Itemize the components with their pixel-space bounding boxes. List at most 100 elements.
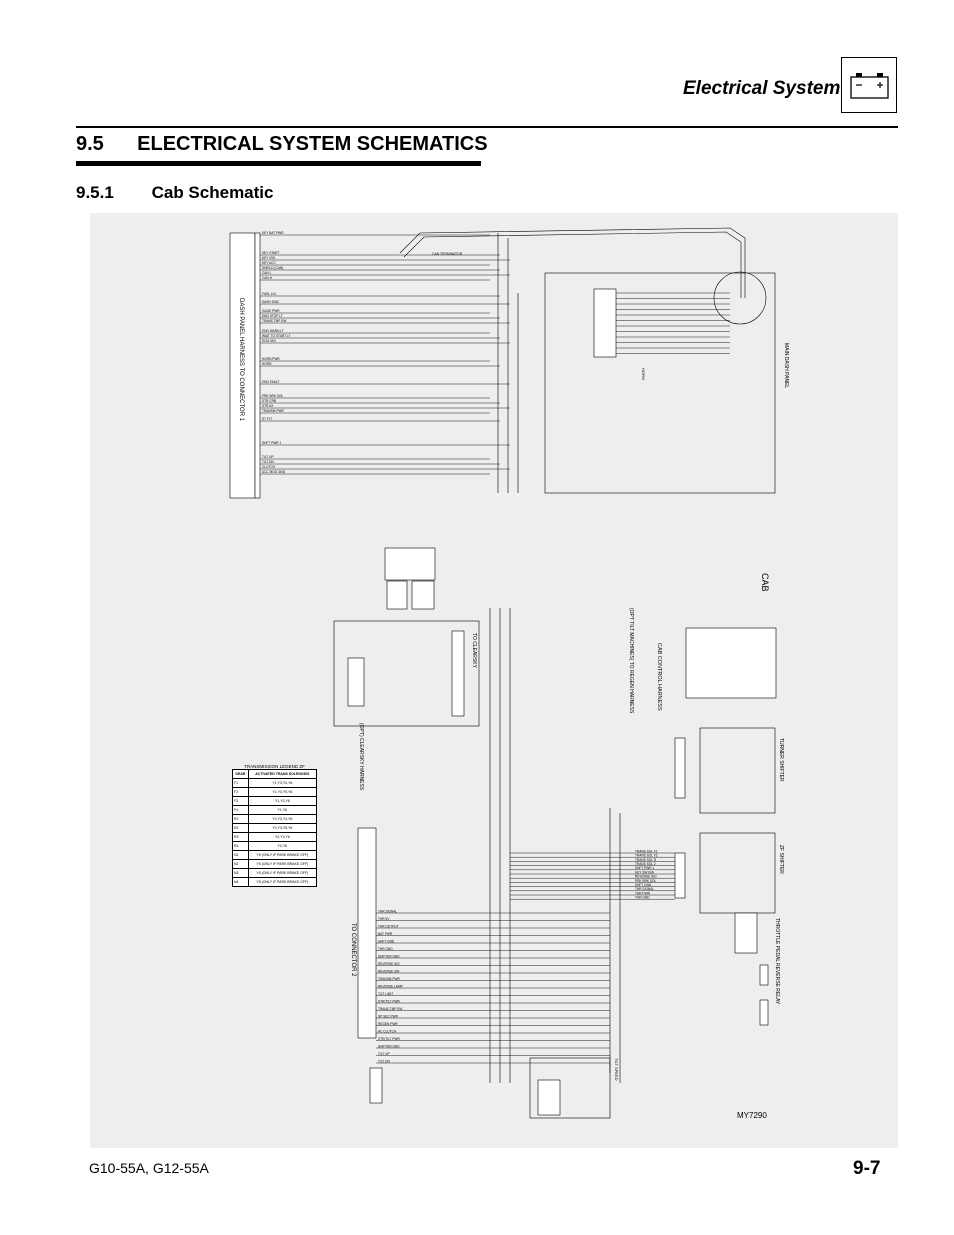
right-wire-label: THR PWR	[635, 891, 651, 895]
left-wire-label: KEY START	[262, 251, 279, 255]
legend-solenoid-cell: Y5 (ONLY IF PARK BRAKE OFF)	[247, 850, 318, 860]
legend-solenoid-cell: Y2,Y3,Y4,Y6	[247, 814, 318, 824]
legend-gear-cell: F1	[232, 778, 249, 788]
left-wire-label: ENG STOP LT	[262, 314, 283, 318]
horn-label: HORN	[641, 368, 646, 380]
cab-schematic-diagram: DASH PANEL HARNESS TO CONNECTOR 1 TO CON…	[229, 227, 789, 1119]
bottom-wire-label: REGEN PWR	[378, 1022, 398, 1026]
transmission-legend: TRANSMISSION LEGEND ZF GEAR ACTIVATED TR…	[232, 764, 318, 887]
left-wire-label: STR CRB	[262, 399, 276, 403]
bottom-wire-label: REVERSE LAMP	[378, 984, 403, 988]
right-wire-label: KEY SW IGN	[635, 870, 655, 874]
legend-gear-cell: N2	[232, 859, 249, 869]
bottom-wire-label: STR/TILT PWR	[378, 999, 401, 1003]
bottom-wire-label: TRANSM PWR	[378, 977, 400, 981]
header-rule	[76, 126, 898, 128]
bottom-wire-label: THR GND	[378, 947, 393, 951]
right-wire-label: SHFT PWR 1	[635, 866, 654, 870]
left-wire-label: TILT DN	[262, 460, 274, 464]
legend-gear-cell: N1	[232, 850, 249, 860]
left-wire-label: CLUTCH	[262, 465, 276, 469]
left-wire-label: KEY BAT PWR	[262, 231, 284, 235]
left-wire-label: ENG WARN LT	[262, 329, 284, 333]
bottom-wire-label: SHFT GND	[378, 939, 395, 943]
legend-gear-cell: R2	[232, 823, 249, 833]
right-wire-label: TRANS SOL 2	[635, 862, 656, 866]
right-wire-label: THR GND	[635, 896, 650, 900]
right-wire-label: THR SIGNAL	[635, 887, 654, 891]
bottom-wire-label: REVERSE SW	[378, 969, 399, 973]
cab-control-label: CAB CONTROL HARNESS	[656, 643, 662, 711]
legend-gear-cell: R3	[232, 832, 249, 842]
opt-tilt-label: (OPT TILT MACHINES) TO REGEN HARNESS	[628, 608, 634, 714]
left-wire-label: KEY IGN	[262, 256, 276, 260]
bottom-wire-label: SP SEC PWR	[378, 1014, 399, 1018]
legend-solenoid-cell: Y5 (ONLY IF PARK BRAKE OFF)	[247, 877, 318, 887]
legend-gear-cell: F4	[232, 805, 249, 815]
left-wire-label: TRANSM PWR	[262, 409, 284, 413]
left-wire-label: HORN PWR	[262, 357, 280, 361]
turner-shifter-label: TURNER SHIFTER	[778, 738, 784, 782]
tilt-speed-label: TILT SPEED	[614, 1058, 619, 1081]
left-wire-label: STR AX	[262, 404, 274, 408]
left-wire-label: SHIELD (CAN)	[262, 266, 283, 270]
left-wire-label: ACC MOD GND	[262, 470, 286, 474]
left-wire-label: SHFT PWR 1	[262, 441, 281, 445]
bottom-wire-label: TILT UP	[378, 1052, 390, 1056]
schematic-panel: DASH PANEL HARNESS TO CONNECTOR 1 TO CON…	[90, 213, 898, 1148]
bottom-wire-label: SHIFTER GND	[378, 1044, 400, 1048]
subsection-title: 9.5.1 Cab Schematic	[76, 183, 274, 202]
footer-page-number: 9-7	[853, 1158, 881, 1179]
legend-gear-cell: R4	[232, 841, 249, 851]
clearsky-to-label: TO CLEARSKY	[471, 633, 477, 669]
section-rule	[76, 161, 481, 166]
bottom-wire-label: STR/TILT PWR	[378, 1037, 401, 1041]
dash-harness-label: DASH PANEL HARNESS TO CONNECTOR 1	[238, 298, 244, 422]
bottom-wire-label: THR SIGNAL	[378, 909, 397, 913]
bottom-wire-label: THR OUTPUT	[378, 924, 399, 928]
bottom-wire-label: TILT LIMIT	[378, 992, 393, 996]
left-wire-label: WAIT TO START LT	[262, 334, 290, 338]
cab-label: CAB	[760, 573, 770, 592]
legend-gear-cell: R1	[232, 814, 249, 824]
legend-gear-cell: F2	[232, 787, 249, 797]
section-title: 9.5 ELECTRICAL SYSTEM SCHEMATICS	[76, 133, 488, 155]
connector2-label: TO CONNECTOR 2	[350, 923, 356, 977]
legend-solenoid-cell: Y2,Y6	[247, 841, 318, 851]
left-wire-label: ENG FAULT	[262, 380, 280, 384]
throttle-label: THROTTLE PEDAL	[774, 918, 780, 962]
bottom-wire-label: THR 5V	[378, 917, 390, 921]
left-wire-label: FUEL LVL	[262, 292, 277, 296]
right-wire-label: REVERSE SIG	[635, 875, 657, 879]
legend-solenoid-cell: Y1,Y3,Y6	[247, 796, 318, 806]
figure-id: MY7290	[737, 1111, 767, 1120]
right-wire-label: TRANS SOL F1	[635, 849, 658, 853]
left-wire-label: CAN H	[262, 276, 273, 280]
can-terminator-label: CAN TERMINATOR	[432, 252, 463, 256]
left-wire-label: TILT UP	[262, 455, 274, 459]
left-wire-label: ECM IGN	[262, 339, 276, 343]
legend-solenoid-cell: Y2,Y3,Y6	[247, 832, 318, 842]
left-wire-label: HORN	[262, 362, 272, 366]
legend-solenoid-cell: Y1,Y6	[247, 805, 318, 815]
legend-gear-cell: F3	[232, 796, 249, 806]
legend-solenoid-cell: Y1,Y3,Y5,Y6	[247, 787, 318, 797]
bottom-wire-label: TILT DN	[378, 1059, 390, 1063]
bottom-wire-label: SHIFTER GND	[378, 954, 400, 958]
legend-solenoid-cell: Y5 (ONLY IF PARK BRAKE OFF)	[247, 859, 318, 869]
legend-gear-cell: N4	[232, 877, 249, 887]
left-wire-label: GAGE PWR	[262, 309, 280, 313]
right-wire-label: TRANS SOL R	[635, 858, 657, 862]
left-wire-label: KEY ACC	[262, 261, 276, 265]
bottom-wire-label: TRANS TMP SW	[378, 1007, 402, 1011]
reverse-relay-label: REVERSE RELAY	[774, 963, 780, 1005]
right-wire-label: PRK BRK SOL	[635, 879, 656, 883]
